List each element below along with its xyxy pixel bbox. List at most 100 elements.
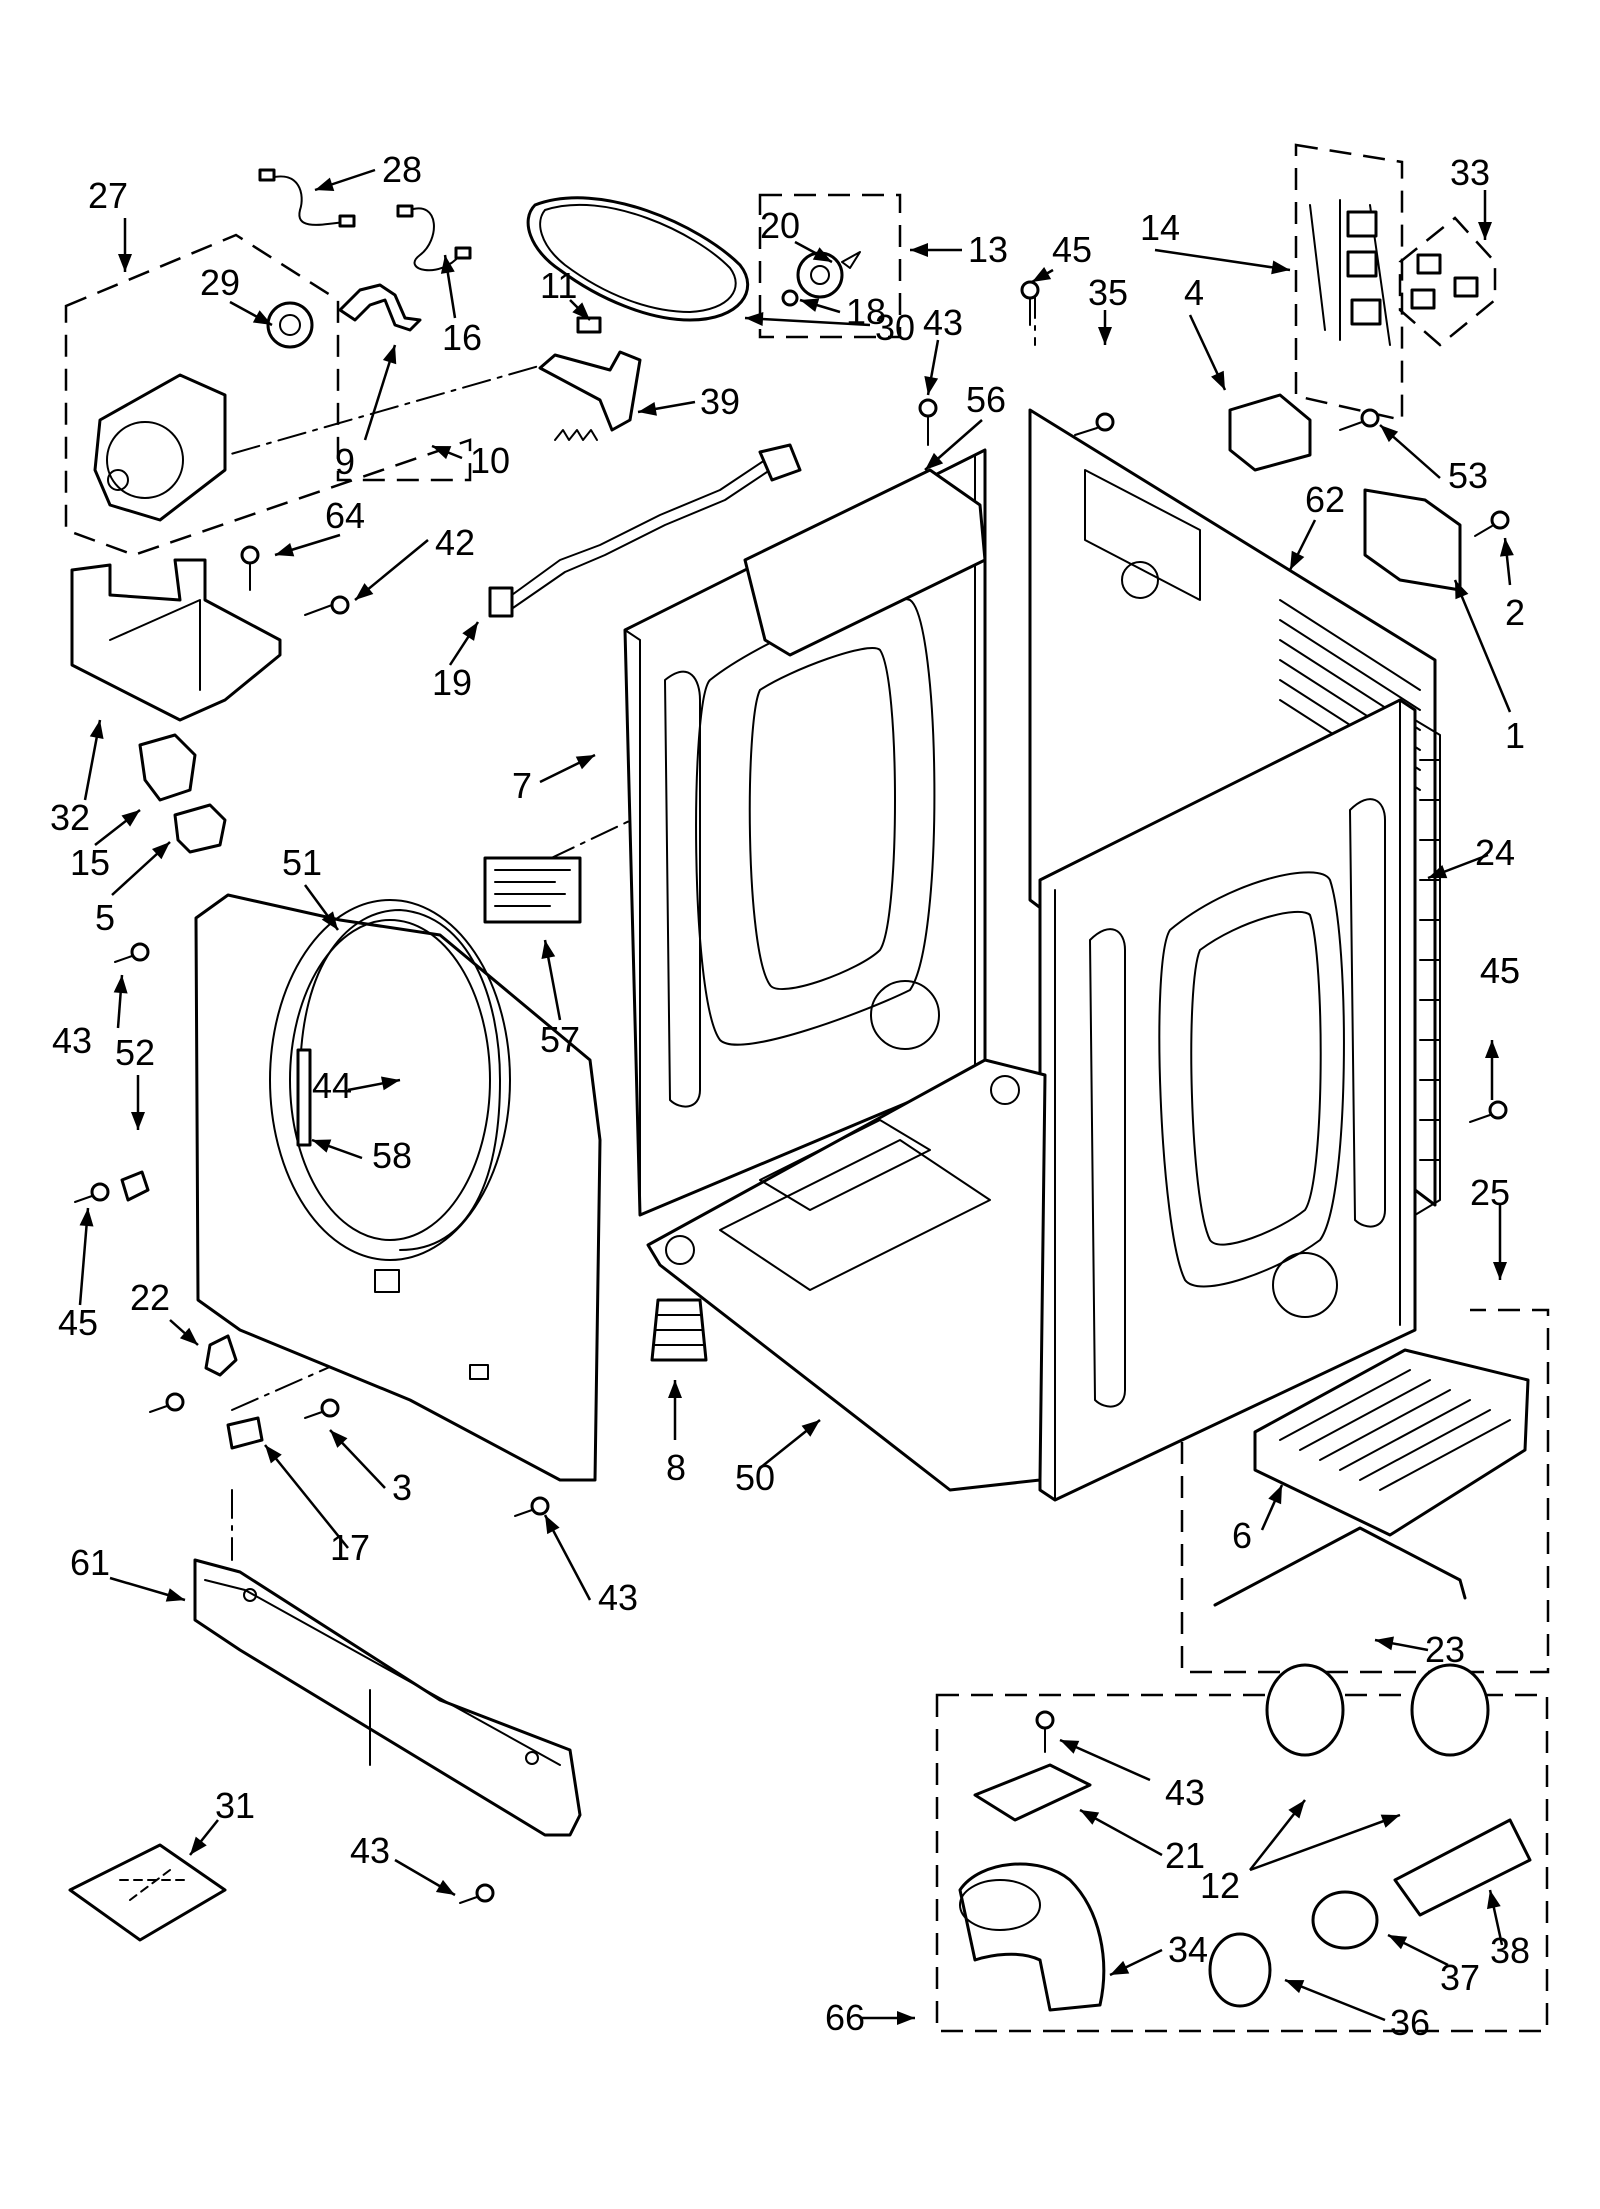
wire-terminal: [396, 204, 414, 218]
toe-panel: [193, 1558, 582, 1837]
fasteners: [74, 280, 1510, 1904]
drive-belt-inner: [539, 203, 737, 313]
screw: [1339, 408, 1380, 431]
exhaust-duct-cover: [743, 468, 987, 657]
callout-56: 56: [966, 379, 1006, 420]
terminal-kit-outline: [1294, 143, 1404, 422]
drive-belt: [526, 196, 750, 322]
leader-line: [1453, 579, 1512, 713]
callout-24: 24: [1475, 832, 1515, 873]
connector-kit-outline: [1398, 216, 1497, 347]
connector-clip: [1453, 276, 1479, 298]
leader-arrowhead: [812, 247, 832, 262]
cabinet-base: [646, 1058, 1047, 1492]
callout-25: 25: [1470, 1172, 1510, 1213]
dashed-group-outlines: [64, 143, 1550, 2033]
front-panel: [194, 893, 602, 1482]
leader-arrowhead: [897, 2011, 915, 2025]
lint-screen-kit-outline: [1180, 1308, 1550, 1674]
callout-43: 43: [350, 1830, 390, 1871]
side-panel-bracket: [1084, 469, 1201, 601]
rear-panel-rib-left: [664, 670, 701, 1108]
leader-arrowhead: [1080, 1810, 1100, 1825]
leader-arrowhead: [800, 298, 820, 312]
exhaust-elbow-opening: [959, 1879, 1041, 1931]
screw: [1035, 1710, 1055, 1753]
screw: [304, 1398, 340, 1419]
terminal-ring: [1350, 298, 1382, 326]
leader-arrowhead: [745, 312, 764, 326]
front-panel-lower-line: [231, 1365, 333, 1411]
leader-arrowhead: [1380, 1814, 1400, 1828]
callout-36: 36: [1390, 2002, 1430, 2043]
callout-3: 3: [392, 1467, 412, 1508]
leader-arrowhead: [1388, 1935, 1408, 1950]
leader-arrowhead: [1060, 1740, 1080, 1754]
lint-screen-mesh: [1279, 1369, 1511, 1491]
label-lines: [494, 869, 571, 907]
leader-arrowhead: [924, 376, 939, 395]
thermal-fuse-wire: [409, 207, 461, 272]
callout-39: 39: [700, 381, 740, 422]
leader-arrowhead: [638, 401, 657, 416]
leader-arrowhead: [1455, 580, 1469, 600]
callout-33: 33: [1450, 152, 1490, 193]
screw: [1469, 1100, 1508, 1123]
leader-line: [1249, 1813, 1401, 1872]
front-panel-door-opening: [289, 919, 491, 1241]
callout-19: 19: [432, 662, 472, 703]
wiring-diagram-label: [483, 856, 582, 924]
leader-arrowhead: [118, 254, 132, 272]
leader-arrowhead: [381, 1076, 400, 1091]
leader-arrowhead: [1032, 266, 1052, 282]
callout-1: 1: [1505, 715, 1525, 756]
leader-arrowhead: [113, 975, 128, 994]
idler-arm-bracket: [538, 350, 642, 432]
idler-spring: [554, 429, 598, 441]
leader-arrowhead: [131, 1112, 145, 1130]
leader-arrowhead: [1493, 1262, 1507, 1280]
toe-panel-fold: [204, 1579, 561, 1766]
connector-clip: [1416, 253, 1442, 275]
door-switch: [173, 803, 227, 854]
leader-arrowhead: [330, 1430, 348, 1448]
exhaust-hood-cap: [1265, 1663, 1345, 1757]
callout-20: 20: [760, 205, 800, 246]
door-strike: [374, 1269, 400, 1293]
leader-arrowhead: [1485, 1040, 1499, 1058]
drive-motor: [93, 373, 227, 522]
exhaust-coupler: [1311, 1890, 1379, 1950]
callout-37: 37: [1440, 1957, 1480, 1998]
leader-arrowhead: [1211, 370, 1225, 390]
harness-plug: [488, 586, 514, 618]
right-panel-louvers: [1414, 719, 1441, 1216]
leader-arrowhead: [668, 1380, 682, 1398]
right-panel-hole: [1272, 1252, 1338, 1318]
screw: [304, 595, 350, 616]
toe-panel-screw-hole: [243, 1588, 257, 1602]
motor-mount-bracket: [70, 558, 282, 722]
leader-arrowhead: [265, 1445, 282, 1464]
leader-arrowhead: [382, 345, 397, 365]
rear-panel-hole: [870, 980, 940, 1050]
callout-50: 50: [735, 1457, 775, 1498]
leader-arrowhead: [575, 755, 595, 770]
callout-7: 7: [512, 765, 532, 806]
right-panel-rib: [1089, 928, 1126, 1408]
leader-arrowhead: [321, 911, 338, 930]
motor-end-bell: [106, 421, 184, 499]
callout-43: 43: [923, 302, 963, 343]
callout-45: 45: [1480, 950, 1520, 991]
leader-arrowhead: [355, 583, 374, 600]
callout-13: 13: [968, 229, 1008, 270]
callout-35: 35: [1088, 272, 1128, 313]
callout-11: 11: [540, 265, 577, 306]
leader-arrowhead: [1285, 1980, 1305, 1994]
leader-arrowhead: [315, 177, 335, 191]
base-foot-well: [665, 1235, 695, 1265]
heater-terminal-block: [1228, 393, 1312, 472]
callout-21: 21: [1165, 1835, 1205, 1876]
callout-34: 34: [1168, 1929, 1208, 1970]
harness-connector: [338, 214, 356, 228]
